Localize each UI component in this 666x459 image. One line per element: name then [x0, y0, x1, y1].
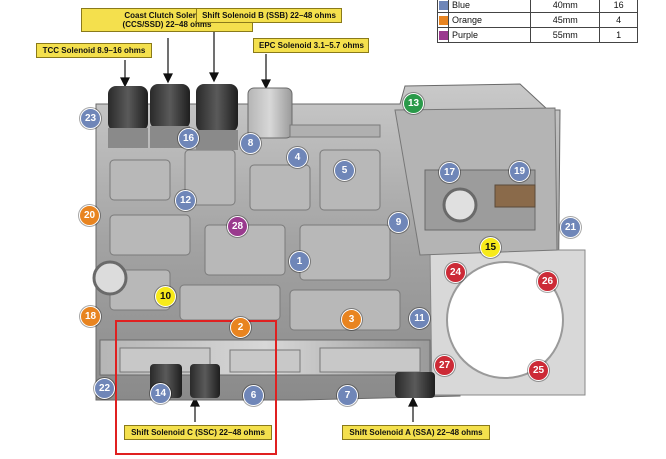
check-ball-13: 13: [403, 93, 424, 114]
check-ball-15: 15: [480, 237, 501, 258]
check-ball-2: 2: [230, 317, 251, 338]
check-ball-10: 10: [155, 286, 176, 307]
solenoid-ssa: [395, 372, 435, 398]
ssc-callout: Shift Solenoid C (SSC) 22–48 ohms: [124, 425, 272, 440]
check-ball-18: 18: [80, 306, 101, 327]
legend-row: Orange 45mm 4: [437, 12, 638, 28]
check-ball-28: 28: [227, 216, 248, 237]
legend-count: 1: [599, 27, 638, 43]
check-ball-19: 19: [509, 161, 530, 182]
ssa-callout: Shift Solenoid A (SSA) 22–48 ohms: [342, 425, 490, 440]
check-ball-16: 16: [178, 128, 199, 149]
legend-row: Purple 55mm 1: [437, 27, 638, 43]
check-ball-7: 7: [337, 385, 358, 406]
legend-swatch: [437, 12, 449, 28]
check-ball-6: 6: [243, 385, 264, 406]
check-ball-21: 21: [560, 217, 581, 238]
legend-size: 45mm: [530, 12, 601, 28]
check-ball-14: 14: [150, 383, 171, 404]
legend-row: Blue 40mm 16: [437, 0, 638, 13]
ssb-callout: Shift Solenoid B (SSB) 22–48 ohms: [196, 8, 342, 23]
check-ball-8: 8: [240, 133, 261, 154]
tcc-callout: TCC Solenoid 8.9–16 ohms: [36, 43, 152, 58]
check-ball-12: 12: [175, 190, 196, 211]
check-ball-1: 1: [289, 251, 310, 272]
legend-swatch: [437, 0, 449, 13]
check-ball-5: 5: [334, 160, 355, 181]
legend-color-name: Orange: [447, 12, 532, 28]
check-ball-legend: Blue 40mm 16 Orange 45mm 4 Purple 55mm 1: [437, 0, 638, 43]
check-ball-3: 3: [341, 309, 362, 330]
check-ball-4: 4: [287, 147, 308, 168]
solenoid-tcc: [108, 86, 148, 148]
legend-size: 55mm: [530, 27, 601, 43]
solenoid-ssc: [150, 364, 220, 398]
highlight-box: [115, 320, 277, 455]
legend-swatch: [437, 27, 449, 43]
legend-color-name: Blue: [447, 0, 532, 13]
check-ball-27: 27: [434, 355, 455, 376]
legend-color-name: Purple: [447, 27, 532, 43]
check-ball-22: 22: [94, 378, 115, 399]
solenoid-ssb: [196, 84, 238, 150]
check-ball-26: 26: [537, 271, 558, 292]
check-ball-9: 9: [388, 212, 409, 233]
leader-lines: [120, 25, 418, 422]
check-ball-20: 20: [79, 205, 100, 226]
check-ball-17: 17: [439, 162, 460, 183]
solenoid-epc: [247, 87, 381, 139]
check-ball-23: 23: [80, 108, 101, 129]
check-ball-25: 25: [528, 360, 549, 381]
legend-count: 4: [599, 12, 638, 28]
epc-callout: EPC Solenoid 3.1–5.7 ohms: [253, 38, 369, 53]
legend-size: 40mm: [530, 0, 601, 13]
legend-count: 16: [599, 0, 638, 13]
check-ball-24: 24: [445, 262, 466, 283]
check-ball-11: 11: [409, 308, 430, 329]
